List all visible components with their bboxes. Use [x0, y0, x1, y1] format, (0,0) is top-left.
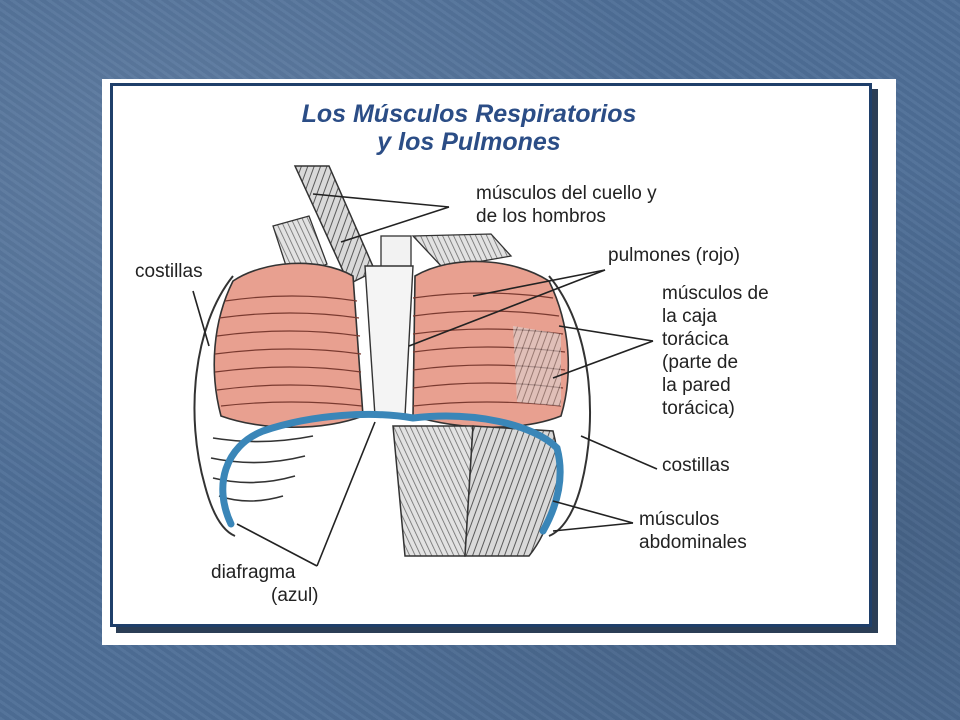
- neck-shoulder-muscles: [272, 165, 513, 286]
- label-neck-muscles-line-1: músculos del cuello y: [476, 183, 657, 204]
- rib-cage-outline: [193, 275, 592, 537]
- leader-lines: [192, 193, 658, 567]
- label-ribs-right: costillas: [662, 455, 730, 476]
- label-neck-muscles-line-2: de los hombros: [476, 206, 606, 227]
- figure-frame: Los Músculos Respiratorios y los Pulmone…: [102, 79, 896, 645]
- label-diaphragm-line-2: (azul): [271, 585, 319, 606]
- sternum: [364, 265, 414, 417]
- right-lung: [412, 260, 570, 428]
- diagram-title-line-2: y los Pulmones: [377, 128, 561, 156]
- figure-border: Los Músculos Respiratorios y los Pulmone…: [110, 83, 872, 627]
- label-abdominal-muscles-line-1: músculos: [639, 509, 720, 530]
- label-ribs-left: costillas: [135, 261, 203, 282]
- label-ribcage-muscles-line-4: (parte de: [662, 352, 739, 373]
- label-diaphragm-line-1: diafragma: [211, 562, 296, 583]
- label-ribcage-muscles-line-2: la caja: [662, 306, 717, 327]
- diaphragm: [219, 410, 564, 535]
- left-lung: [213, 262, 364, 428]
- respiratory-anatomy-illustration: [192, 165, 658, 567]
- label-ribcage-muscles-line-1: músculos de: [662, 283, 769, 304]
- label-ribcage-muscles-line-6: torácica): [662, 398, 735, 419]
- label-ribcage-muscles-line-5: la pared: [662, 375, 731, 396]
- abdominal-muscles: [392, 425, 559, 557]
- label-abdominal-muscles-line-2: abdominales: [639, 532, 747, 553]
- diagram-title-line-1: Los Músculos Respiratorios: [301, 100, 637, 128]
- label-lungs: pulmones (rojo): [608, 245, 740, 266]
- label-ribcage-muscles-line-3: torácica: [662, 329, 729, 350]
